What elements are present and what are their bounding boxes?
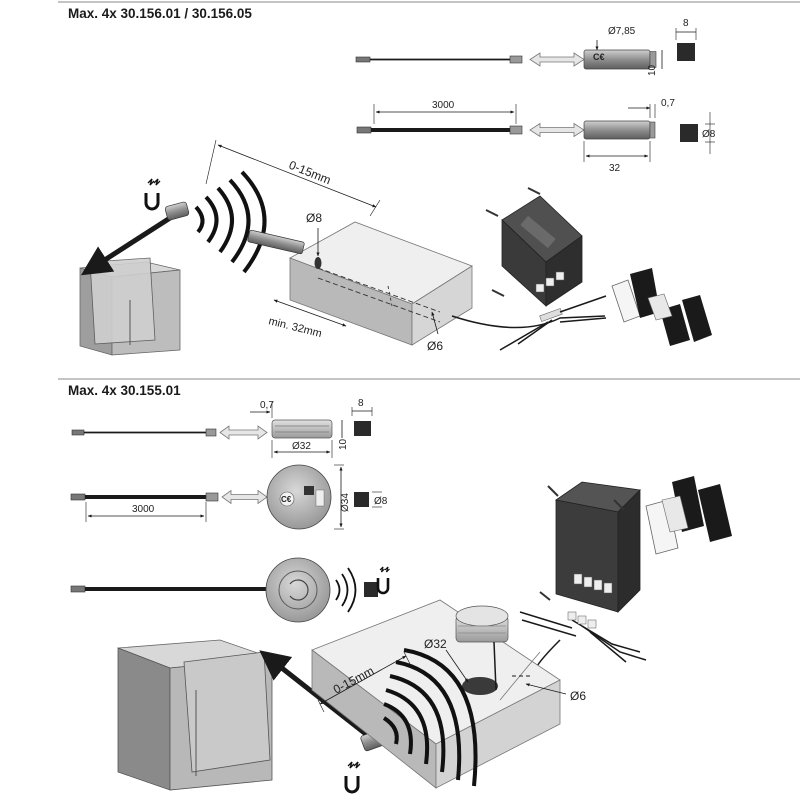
end-view-square-2: Ø8 — [680, 112, 716, 154]
controller-unit-2 — [554, 481, 641, 613]
dim-label-offset: 0,7 — [661, 98, 675, 109]
dim-label-diameter-34: Ø34 — [340, 493, 351, 512]
dim-label-diameter-8-disc: Ø8 — [374, 496, 388, 507]
adhesive-pads-2 — [645, 476, 732, 555]
sensor-rod-2 — [583, 120, 656, 140]
disc-sensor-face: C€ — [266, 464, 332, 530]
mounting-block-2 — [311, 599, 561, 789]
screw-icon-1 — [485, 187, 541, 297]
magnetic-field-arcs-1 — [194, 170, 267, 274]
dim-label-width-disc: 8 — [358, 398, 364, 409]
dim-label-cable-length: 3000 — [432, 100, 455, 111]
mounting-block-1 — [289, 221, 473, 346]
cable-thick-1 — [356, 125, 523, 135]
dim-label-hole-1: Ø6 — [427, 339, 443, 353]
dim-height-10: 10 — [647, 50, 663, 76]
controller-unit-1 — [501, 195, 583, 307]
magnet-icon-2 — [376, 566, 390, 595]
dim-distance-1: 0-15mm — [205, 139, 381, 217]
double-arrow-4 — [221, 489, 268, 505]
dim-drill-diameter-1: Ø8 — [306, 211, 322, 257]
magnet-icon-1 — [144, 178, 161, 211]
dim-cable-3000: 3000 — [373, 100, 517, 124]
door-box-2 — [117, 639, 273, 791]
disc-sensor-front — [265, 557, 331, 623]
dim-label-distance-1: 0-15mm — [287, 158, 333, 187]
dim-hole-diameter-2: Ø6 — [512, 675, 586, 703]
cable-thin-1 — [355, 55, 523, 64]
dim-label-cable-length-2: 3000 — [132, 504, 155, 515]
end-view-square-1: 8 — [675, 18, 697, 61]
section2-heading: Max. 4x 30.155.01 — [68, 383, 181, 398]
dim-label-width: 8 — [683, 18, 689, 29]
cable-thick-3 — [70, 585, 266, 593]
magnet-1 — [164, 201, 190, 221]
dim-label-diameter: Ø7,85 — [608, 26, 636, 37]
dim-offset-disc: 0,7 — [250, 400, 274, 418]
magnet-arrow-1 — [80, 215, 172, 276]
dim-label-height-disc: 10 — [338, 438, 349, 450]
dim-label-drill-1: Ø8 — [306, 211, 322, 225]
magnetic-field-arcs-small — [335, 567, 357, 613]
svg-text:C€: C€ — [281, 495, 292, 504]
double-arrow-1 — [529, 52, 585, 67]
double-arrow-2 — [529, 122, 585, 138]
dim-hole-diameter-1: Ø6 — [427, 311, 443, 353]
disc-sensor-lifted — [455, 605, 509, 691]
cable-out-1 — [499, 321, 549, 351]
wire-connectors-1 — [517, 295, 607, 345]
dim-diameter-34: Ø34 — [334, 464, 351, 530]
sensor-rod-1: C€ — [583, 49, 657, 70]
adhesive-pads-1 — [611, 268, 712, 346]
svg-text:C€: C€ — [593, 52, 605, 62]
door-box-1 — [79, 257, 181, 356]
sensor-rod-scene-1 — [247, 229, 305, 255]
cable-to-controller-1 — [451, 315, 606, 329]
cable-thin-2 — [71, 428, 217, 437]
dim-label-drill-2: Ø32 — [424, 637, 447, 651]
dim-label-min-depth: min. 32mm — [267, 315, 323, 340]
dim-label-diameter-8: Ø8 — [702, 129, 716, 140]
section1-heading: Max. 4x 30.156.01 / 30.156.05 — [68, 6, 252, 21]
dim-height-10-disc: 10 — [338, 420, 349, 450]
dim-drill-diameter-2: Ø32 — [424, 637, 469, 683]
dim-diameter-sensor: Ø7,85 — [595, 26, 636, 51]
disc-sensor-side — [271, 419, 333, 439]
dim-length-32: 32 — [583, 141, 651, 174]
dim-label-hole-2: Ø6 — [570, 689, 586, 703]
magnet-icon-3 — [344, 761, 361, 794]
cable-thick-2 — [70, 492, 219, 502]
screw-icon-2 — [539, 485, 625, 601]
end-view-square-3: 8 — [351, 398, 373, 436]
end-view-square-4: Ø8 — [354, 491, 388, 508]
dim-label-height: 10 — [647, 64, 658, 76]
wire-connectors-2 — [567, 611, 597, 629]
double-arrow-3 — [219, 425, 268, 440]
dim-cable-3000-2: 3000 — [85, 502, 207, 522]
dim-label-length: 32 — [609, 163, 621, 174]
dim-label-offset-disc: 0,7 — [260, 400, 274, 411]
dim-label-diameter-32: Ø32 — [292, 441, 311, 452]
wires-2 — [519, 611, 647, 669]
dim-diameter-32: Ø32 — [271, 440, 333, 458]
dim-offset-0-7: 0,7 — [628, 98, 675, 118]
magnet-square — [364, 582, 378, 597]
